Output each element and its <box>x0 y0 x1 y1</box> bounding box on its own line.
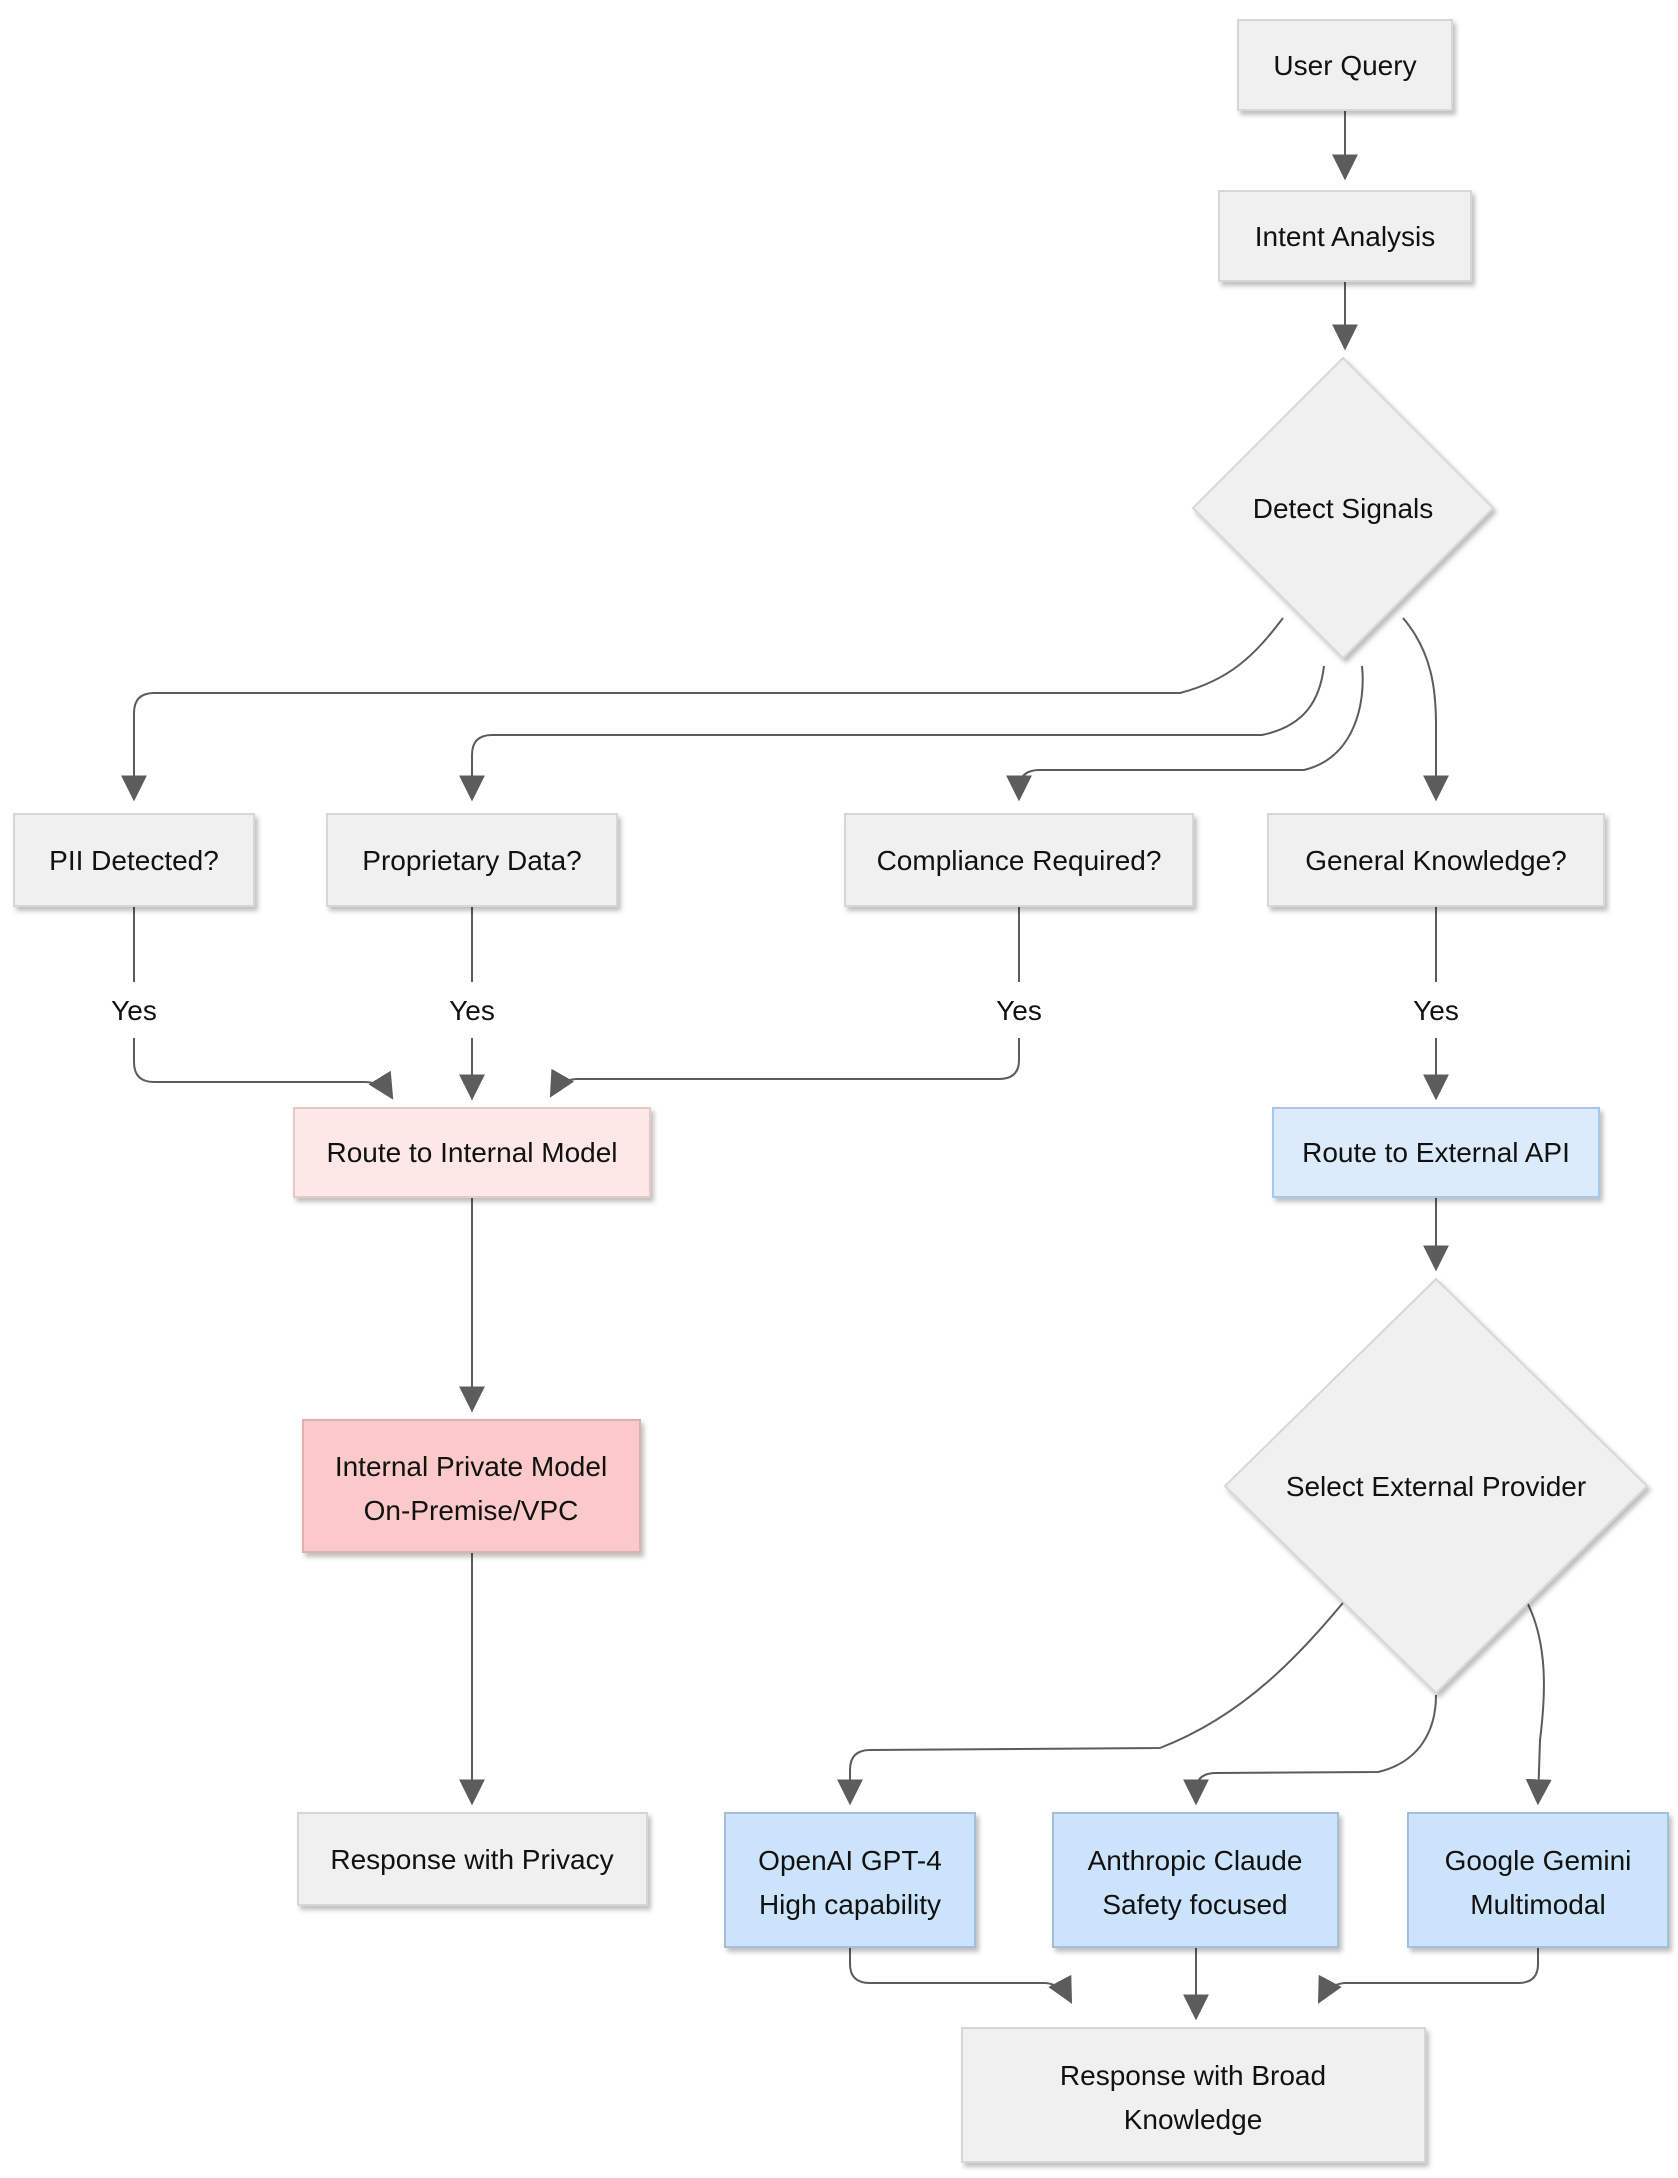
node-response-broad: Response with Broad Knowledge <box>961 2027 1426 2163</box>
node-label: Anthropic Claude <box>1088 1845 1303 1876</box>
edge-select-provider-to-google-gemini <box>1522 1594 1552 1806</box>
node-label: Compliance Required? <box>877 845 1162 876</box>
node-label: Select External Provider <box>1286 1471 1586 1502</box>
edge-detect-signals-to-proprietary-data <box>459 665 1325 802</box>
edge-pii-detected-yes-lower <box>133 1038 394 1100</box>
node-internal-model: Internal Private Model On-Premise/VPC <box>302 1419 641 1553</box>
node-route-external: Route to External API <box>1272 1107 1600 1198</box>
edge-label-text: Yes <box>111 995 157 1026</box>
edge-detect-signals-to-general-knowledge <box>1402 617 1449 802</box>
node-label: Route to External API <box>1302 1137 1570 1168</box>
node-label: Google Gemini <box>1445 1845 1632 1876</box>
node-label: Multimodal <box>1470 1889 1605 1920</box>
edge-select-provider-to-anthropic-claude <box>1183 1694 1437 1806</box>
edge-label-text: Yes <box>449 995 495 1026</box>
node-label: Internal Private Model <box>335 1451 607 1482</box>
node-label: Safety focused <box>1102 1889 1287 1920</box>
node-intent-analysis: Intent Analysis <box>1218 190 1472 282</box>
edge-detect-signals-to-pii-detected <box>121 617 1284 802</box>
edge-select-provider-to-openai-gpt4 <box>837 1591 1353 1806</box>
node-general-knowledge: General Knowledge? <box>1267 813 1605 907</box>
node-pii-detected: PII Detected? <box>13 813 255 907</box>
node-proprietary-data: Proprietary Data? <box>326 813 618 907</box>
node-openai-gpt4: OpenAI GPT-4 High capability <box>724 1812 976 1948</box>
node-label: Response with Privacy <box>330 1844 613 1875</box>
node-response-privacy: Response with Privacy <box>297 1812 648 1906</box>
node-label: Intent Analysis <box>1255 221 1436 252</box>
node-label: User Query <box>1273 50 1416 81</box>
node-select-provider: Select External Provider <box>1223 1277 1649 1695</box>
node-compliance-required: Compliance Required? <box>844 813 1194 907</box>
node-google-gemini: Google Gemini Multimodal <box>1407 1812 1669 1948</box>
edge-openai-gpt4-to-response-broad <box>849 1947 1073 2004</box>
edge-detect-signals-to-compliance-required <box>1006 665 1364 802</box>
edges <box>121 110 1552 2021</box>
edge-label-text: Yes <box>996 995 1042 1026</box>
node-label: On-Premise/VPC <box>364 1495 579 1526</box>
node-label: Knowledge <box>1124 2104 1263 2135</box>
edge-label-yes-general: Yes <box>1400 986 1472 1032</box>
node-label: Proprietary Data? <box>362 845 581 876</box>
node-label: General Knowledge? <box>1305 845 1567 876</box>
node-label: High capability <box>759 1889 941 1920</box>
edge-label-yes-proprietary: Yes <box>436 986 508 1032</box>
node-detect-signals: Detect Signals <box>1191 356 1495 660</box>
node-user-query: User Query <box>1237 19 1453 111</box>
edge-google-gemini-to-response-broad <box>1317 1947 1539 2004</box>
node-route-internal: Route to Internal Model <box>293 1107 651 1198</box>
node-label: Response with Broad <box>1060 2060 1326 2091</box>
node-label: Detect Signals <box>1253 493 1434 524</box>
edge-label-text: Yes <box>1413 995 1459 1026</box>
node-label: OpenAI GPT-4 <box>758 1845 942 1876</box>
node-anthropic-claude: Anthropic Claude Safety focused <box>1052 1812 1339 1948</box>
edge-compliance-required-yes-lower <box>549 1038 1020 1098</box>
edge-label-yes-compliance: Yes <box>983 986 1055 1032</box>
node-label: PII Detected? <box>49 845 219 876</box>
edge-label-yes-pii: Yes <box>98 986 170 1032</box>
node-label: Route to Internal Model <box>326 1137 617 1168</box>
